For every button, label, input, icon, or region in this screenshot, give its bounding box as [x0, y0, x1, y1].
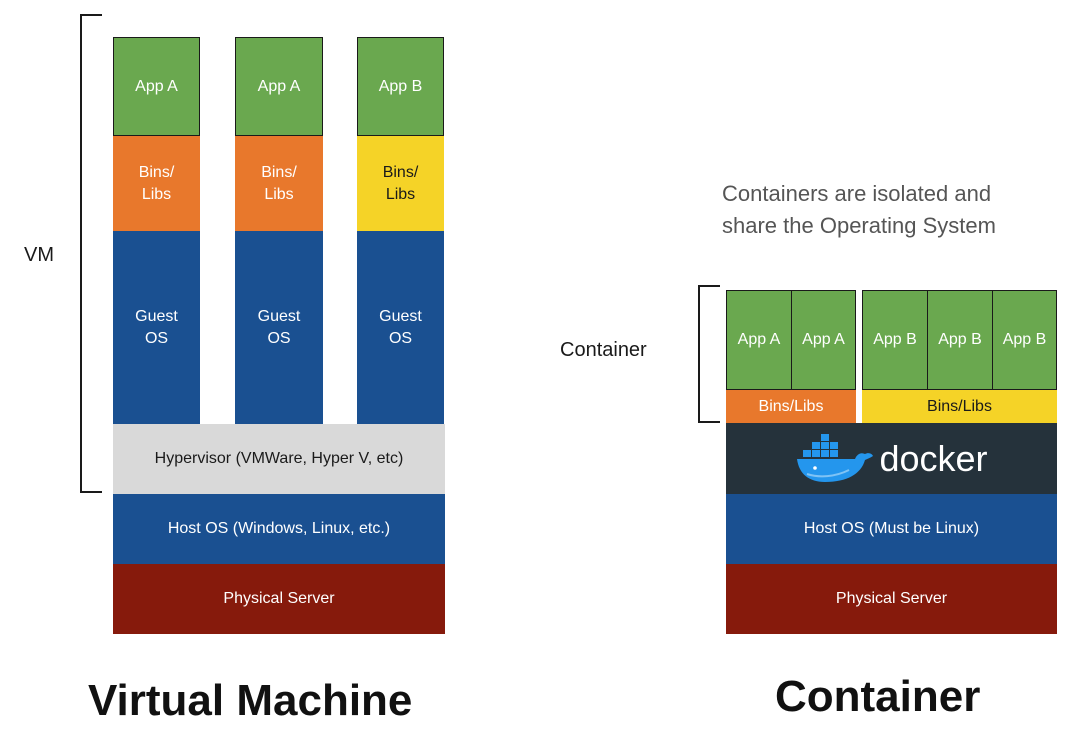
docker-whale-icon	[797, 433, 874, 482]
container-physical-server: Physical Server	[726, 564, 1057, 634]
vm-bracket	[80, 14, 102, 493]
vm-guest-os-2: Guest OS	[235, 231, 323, 424]
docker-wordmark: docker	[879, 437, 988, 479]
container-app-b-3: App B	[992, 290, 1057, 390]
container-bins-libs-a: Bins/Libs	[726, 390, 856, 423]
vm-hypervisor: Hypervisor (VMWare, Hyper V, etc)	[113, 424, 445, 494]
container-bracket	[698, 285, 720, 423]
vm-label: VM	[24, 244, 54, 266]
container-bins-libs-b: Bins/Libs	[862, 390, 1057, 423]
vm-host-os: Host OS (Windows, Linux, etc.)	[113, 494, 445, 564]
vm-bins-libs-3: Bins/ Libs	[357, 136, 444, 231]
vm-app-a-1: App A	[113, 37, 200, 136]
container-host-os: Host OS (Must be Linux)	[726, 494, 1057, 564]
vm-app-b-3: App B	[357, 37, 444, 136]
docker-engine-layer: docker	[726, 423, 1057, 494]
container-app-b-1: App B	[862, 290, 928, 390]
vm-physical-server: Physical Server	[113, 564, 445, 634]
container-app-a-2: App A	[791, 290, 856, 390]
vm-app-a-2: App A	[235, 37, 323, 136]
container-caption: Containers are isolated and share the Op…	[722, 181, 996, 238]
vm-guest-os-3: Guest OS	[357, 231, 444, 424]
container-app-b-2: App B	[927, 290, 993, 390]
vm-bins-libs-1: Bins/ Libs	[113, 136, 200, 231]
container-title: Container	[775, 672, 981, 721]
vm-title: Virtual Machine	[88, 676, 413, 725]
container-label: Container	[560, 339, 647, 361]
vm-guest-os-1: Guest OS	[113, 231, 200, 424]
container-app-a-1: App A	[726, 290, 792, 390]
vm-bins-libs-2: Bins/ Libs	[235, 136, 323, 231]
